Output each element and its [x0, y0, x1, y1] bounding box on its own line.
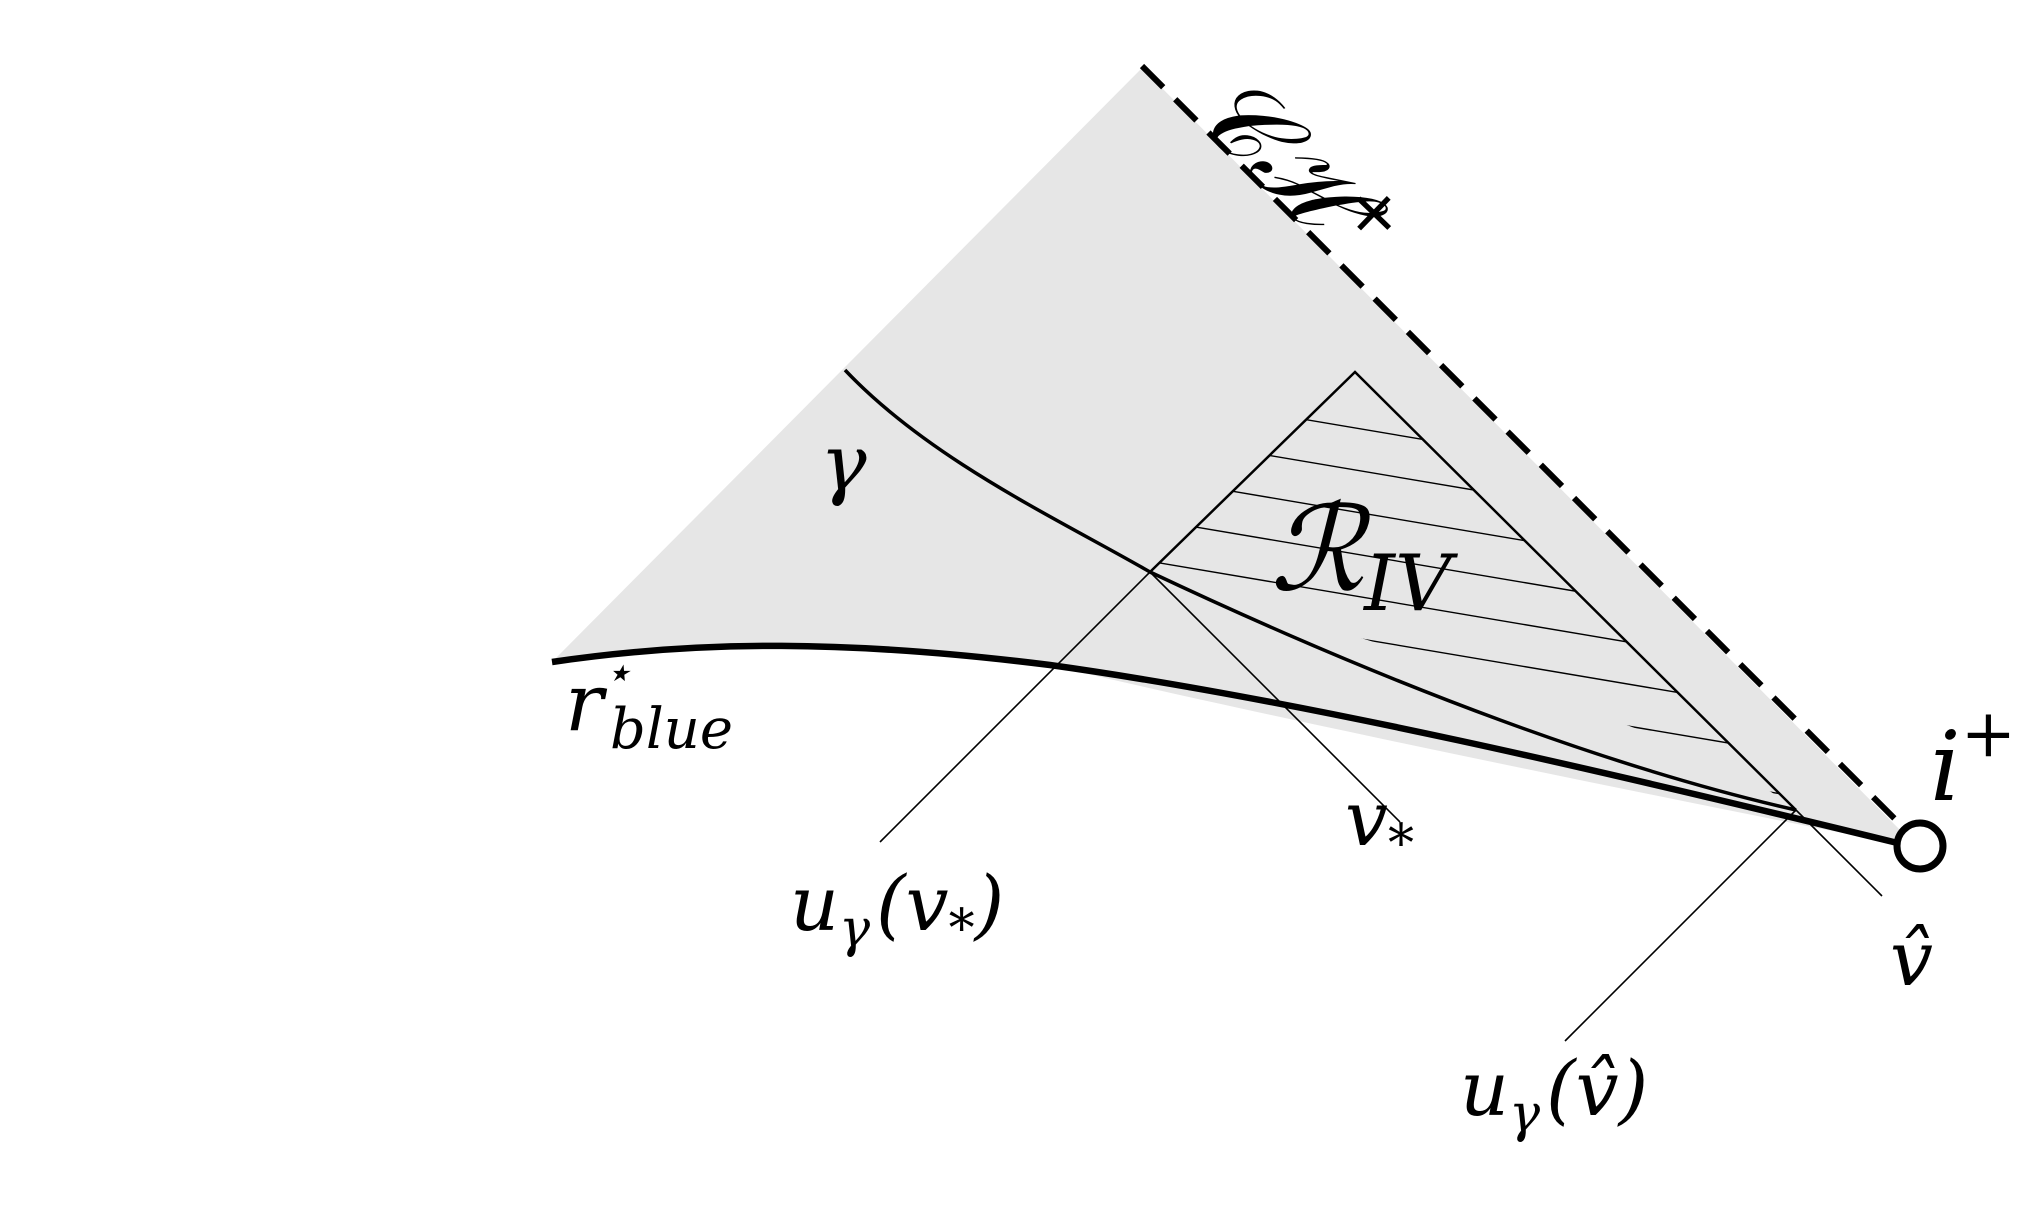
i-plus-label: i+ — [1930, 695, 2016, 823]
u-gamma-v-hat-label: uγ(v̂) — [1460, 1044, 1648, 1144]
v-hat-label: v̂ — [1890, 914, 1933, 1003]
shaded-region — [552, 68, 1918, 848]
r-blue-label: r⋆blue — [565, 645, 733, 762]
v-star-label: v* — [1345, 774, 1414, 874]
region-label: ℛIV — [1270, 480, 1458, 629]
region-iv-boundary — [1149, 370, 1797, 811]
r-blue-curve — [551, 642, 1919, 852]
i-plus-point — [1893, 819, 1947, 873]
null-line-u-gamma-v-star — [879, 571, 1151, 843]
gamma-curve — [843, 368, 1797, 812]
cauchy-horizon-line — [1139, 63, 1915, 839]
gamma-label: γ — [820, 419, 867, 509]
null-line-u-gamma-v-hat — [1564, 809, 1797, 1042]
null-line-v-star — [1149, 571, 1401, 823]
null-line-v-hat — [1795, 809, 1883, 897]
u-gamma-v-star-label: uγ(v*) — [790, 859, 1004, 959]
